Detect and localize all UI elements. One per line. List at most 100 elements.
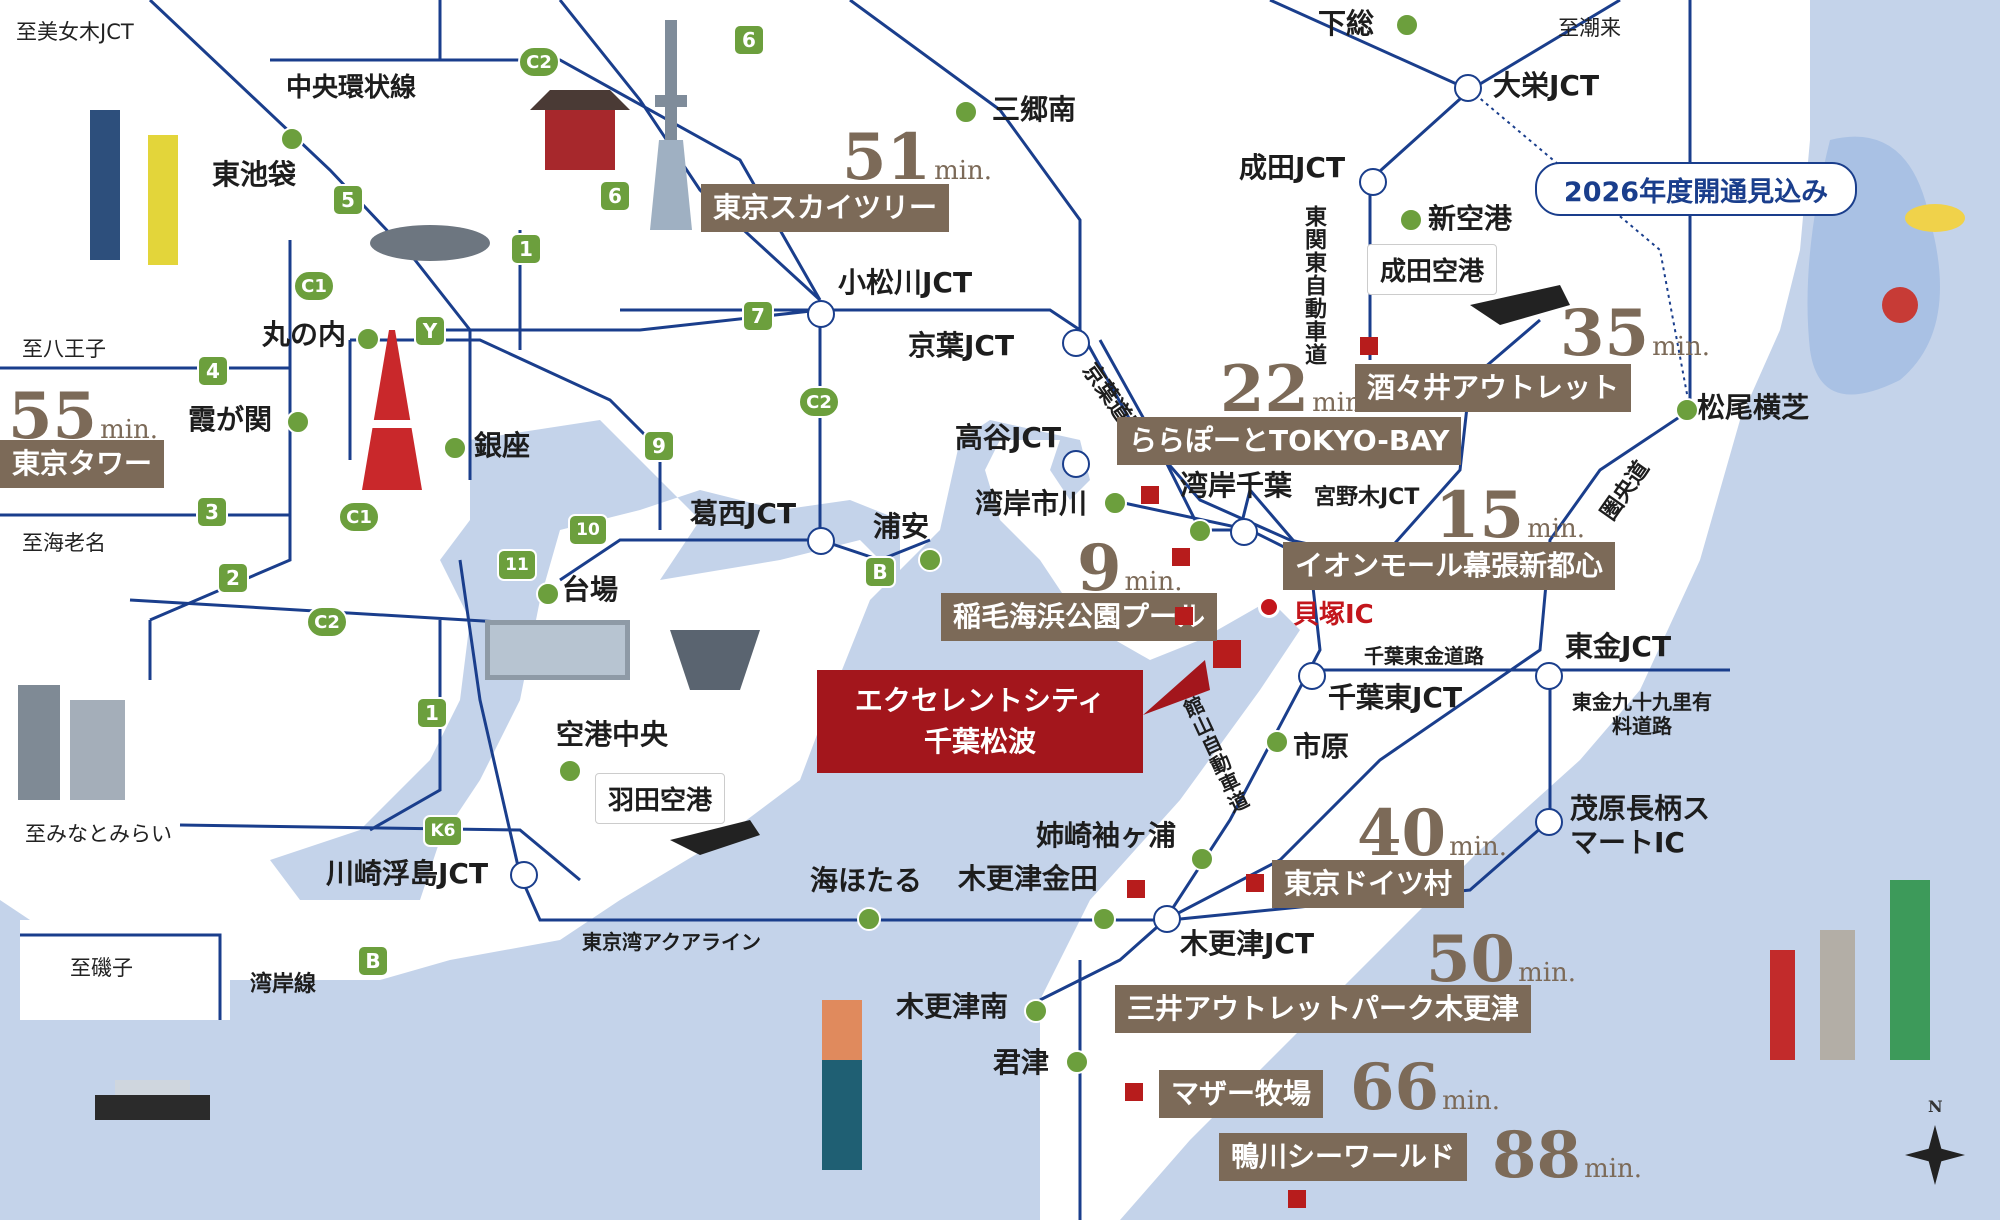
property-name-line2: 千葉松波 [923,724,1036,758]
jct-komatsugawa [807,300,835,328]
label-kasai-jct: 葛西JCT [690,497,797,530]
label-anegasaki: 姉崎袖ヶ浦 [1036,819,1177,852]
label-aqualine: 東京湾アクアライン [582,930,761,954]
attraction-lalaport: ららぽーとTOKYO-BAY [1117,417,1462,465]
label-togane-kujukuri: 東金九十九里有料道路 [1572,690,1712,738]
route-shield-b: B [357,945,389,977]
poi-marker-inage [1175,607,1193,625]
time-skytree-value: 51 [842,120,932,195]
opening-note: 2026年度開通見込み [1535,162,1857,216]
jct-keiyo [1062,329,1090,357]
route-shield-y: Y [414,315,446,347]
route-shield-c2: C2 [798,386,840,418]
stop-kisarazu-minami [1024,999,1048,1023]
route-shield-9: 9 [643,430,675,462]
stop-kisarazu-kaneda [1092,907,1116,931]
tokyo-tower-illustration [362,330,422,490]
dest-itako: 至潮来 [1558,16,1621,40]
poi-marker-lalaport [1141,486,1159,504]
skytree-illustration [650,20,692,230]
stop-shin-kuko [1399,208,1423,232]
woman-bottom-illustration [822,1000,862,1170]
label-higashi-kanto: 東関東自動車道 [1301,205,1326,366]
time-mother-farm-value: 66 [1350,1050,1440,1125]
airplane-narita [1470,285,1570,325]
time-unit: min. [934,156,993,186]
poi-marker-german-village [1246,874,1264,892]
label-kisarazu-jct: 木更津JCT [1180,927,1315,960]
label-wangan-sen: 湾岸線 [250,972,317,997]
jct-mobara [1535,808,1563,836]
label-misato-minami: 三郷南 [992,93,1077,126]
label-ichihara: 市原 [1293,730,1350,763]
dest-isogo: 至磯子 [70,956,133,980]
dome-illustration [370,225,490,261]
attraction-kamogawa: 鴨川シーワールド [1219,1133,1468,1181]
label-takaya-jct: 高谷JCT [955,421,1062,454]
route-shield-b: B [864,556,896,588]
attraction-mitsui-outlet: 三井アウトレットパーク木更津 [1115,985,1532,1033]
label-mobara: 茂原長柄スマートIC [1570,792,1711,859]
jct-takaya [1062,450,1090,478]
route-shield-2: 2 [217,562,249,594]
time-aeon-value: 15 [1435,478,1525,553]
stop-kasumigaseki [286,410,310,434]
stop-kuko-chuo [558,759,582,783]
compass-north-label: N [1928,1097,1943,1116]
label-narita-jct: 成田JCT [1239,151,1346,184]
label-kaizuka-ic: 貝塚IC [1293,600,1374,630]
temple-gate-illustration [530,90,630,170]
route-shield-c1: C1 [293,270,335,302]
property-callout: エクセレントシティ 千葉松波 [817,670,1143,773]
label-kimitsu: 君津 [993,1046,1050,1079]
property-name-line1: エクセレントシティ [854,683,1106,717]
stop-urayasu [918,548,942,572]
stop-umihotaru [857,907,881,931]
label-kuko-chuo: 空港中央 [556,718,669,751]
route-shield-6: 6 [733,24,765,56]
label-taiei-jct: 大栄JCT [1493,69,1600,102]
route-shield-c2: C2 [306,606,348,638]
compass-rose [1905,1125,1965,1185]
jct-kisarazu [1153,905,1181,933]
label-umihotaru: 海ほたる [810,864,923,897]
poi-marker-kamogawa [1288,1190,1306,1208]
time-unit: min. [1652,332,1711,362]
label-kisarazu-minami: 木更津南 [896,990,1009,1023]
label-urayasu: 浦安 [873,510,930,543]
bay-lower [20,920,230,1020]
route-shield-1: 1 [510,233,542,265]
time-unit: min. [1442,1086,1501,1116]
label-chiba-togane-road: 千葉東金道路 [1364,644,1484,668]
time-unit: min. [1518,958,1577,988]
route-shield-6: 6 [599,180,631,212]
time-unit: min. [1527,514,1586,544]
route-shield-7: 7 [742,300,774,332]
stop-daiba [536,582,560,606]
stop-shimofusa [1395,13,1419,37]
time-kamogawa-value: 88 [1492,1118,1582,1193]
stop-higashi-ikebukuro [280,127,304,151]
time-unit: min. [1449,832,1508,862]
route-shield-3: 3 [196,496,228,528]
narita-airport-label: 成田空港 [1367,244,1498,295]
jct-chiba-higashi [1298,662,1326,690]
route-shield-c1: C1 [338,501,380,533]
landmark-tower-illustration [18,685,125,800]
poi-marker-mother-farm [1125,1083,1143,1101]
attraction-skytree: 東京スカイツリー [701,184,950,232]
route-shield-k6: K6 [423,815,463,847]
people-left-illustration [90,110,178,265]
stop-anegasaki [1190,847,1214,871]
time-unit: min. [1124,567,1183,597]
time-tokyo-tower-value: 55 [8,379,98,454]
stop-ichihara [1265,730,1289,754]
label-wangan-ichikawa: 湾岸市川 [975,487,1088,520]
